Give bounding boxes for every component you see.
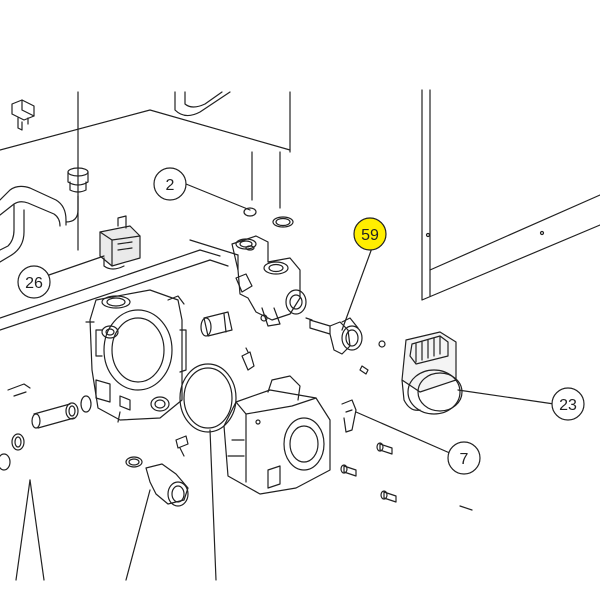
sensor-part [305, 317, 386, 375]
air-vent-part [99, 215, 141, 270]
hydraulic-block-part [85, 289, 187, 423]
retaining-clip-part [341, 399, 357, 433]
pump-part [223, 375, 331, 495]
callout-label: 7 [460, 451, 469, 468]
fitting-part [67, 167, 89, 193]
side-panel [421, 89, 600, 301]
valve-body-part [231, 235, 307, 327]
callout-7: 7 [447, 441, 481, 475]
callout-23: 23 [551, 387, 585, 421]
callout-2: 2 [153, 167, 187, 201]
callout-26: 26 [17, 265, 51, 299]
callout-label: 59 [361, 227, 379, 244]
callout-label: 23 [559, 397, 577, 414]
callout-59: 59 [353, 217, 387, 251]
casing-frame [0, 91, 291, 331]
callout-label: 26 [25, 275, 43, 292]
screw-parts [340, 442, 473, 511]
elbow-fitting-part [125, 435, 189, 507]
motor-part [401, 331, 463, 415]
large-o-ring-part [179, 363, 237, 433]
connector-pipe-part [0, 383, 92, 471]
plug-part [200, 311, 255, 371]
plug-connector-part [11, 99, 35, 131]
seal-ring-part [243, 207, 294, 228]
pipe-bend-part [0, 185, 79, 263]
callout-label: 2 [166, 177, 175, 194]
leader-lines [15, 183, 555, 581]
